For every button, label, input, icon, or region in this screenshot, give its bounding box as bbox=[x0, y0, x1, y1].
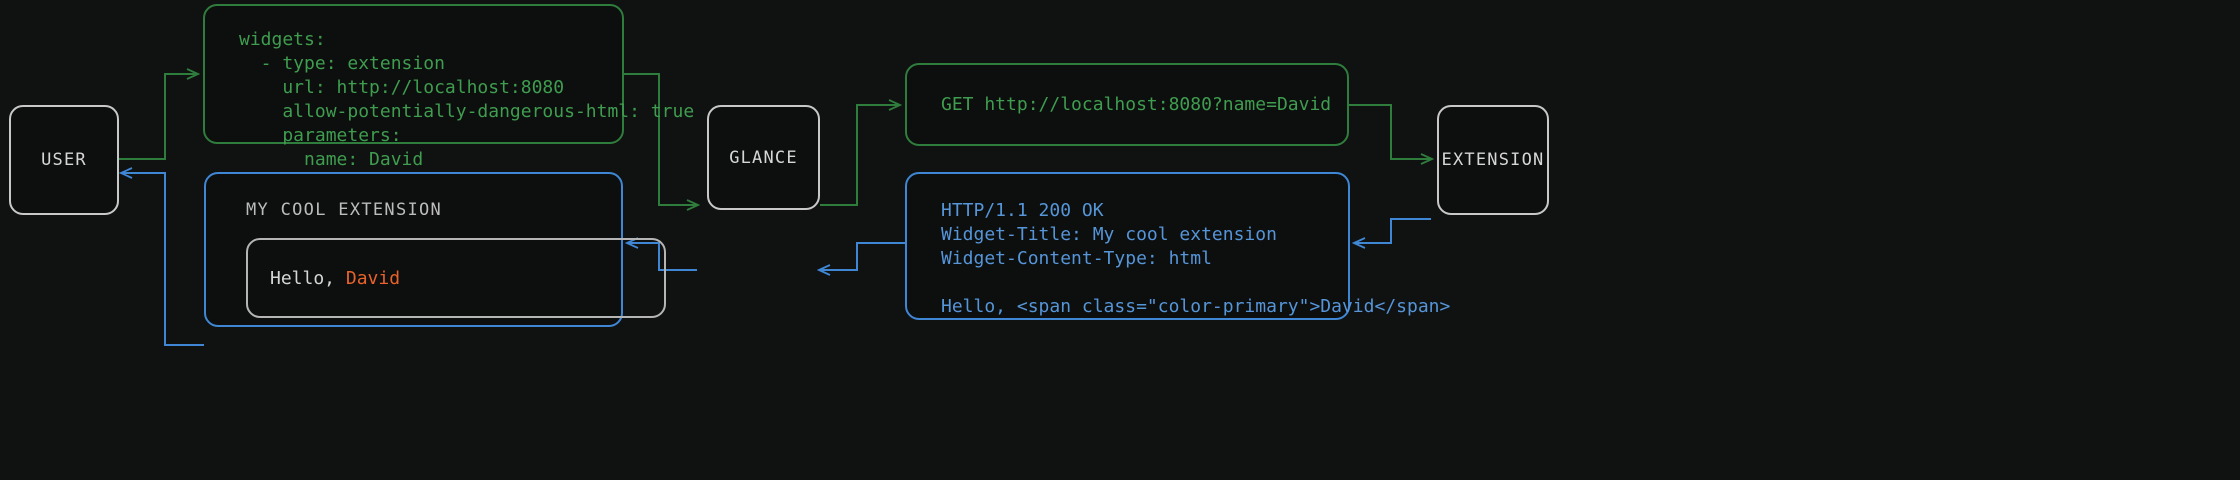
edge-user-to-config bbox=[119, 74, 197, 160]
message-http-response: HTTP/1.1 200 OK Widget-Title: My cool ex… bbox=[905, 172, 1451, 320]
message-config-yaml: widgets: - type: extension url: http://l… bbox=[203, 4, 694, 170]
http-request-text: GET http://localhost:8080?name=David bbox=[941, 93, 1332, 115]
edge-extension-to-response bbox=[1355, 218, 1431, 243]
node-extension[interactable]: EXTENSION bbox=[1437, 105, 1549, 215]
node-glance-label: GLANCE bbox=[729, 147, 798, 168]
widget-greeting-prefix: Hello, bbox=[270, 267, 346, 289]
widget-greeting-text: Hello, David bbox=[270, 268, 400, 289]
node-extension-label: EXTENSION bbox=[1441, 150, 1545, 170]
message-rendered-widget: MY COOL EXTENSION Hello, David bbox=[204, 172, 666, 327]
edge-response-to-glance bbox=[820, 242, 906, 270]
edge-config-to-glance bbox=[624, 73, 697, 205]
http-response-text: HTTP/1.1 200 OK Widget-Title: My cool ex… bbox=[941, 200, 1451, 317]
edge-widget-to-user bbox=[122, 173, 204, 346]
edge-request-to-extension bbox=[1349, 104, 1431, 159]
widget-greeting-accent: David bbox=[345, 267, 401, 289]
widget-body: Hello, David bbox=[246, 238, 666, 318]
message-http-request: GET http://localhost:8080?name=David bbox=[905, 63, 1349, 146]
node-user[interactable]: USER bbox=[9, 105, 119, 215]
config-yaml-text: widgets: - type: extension url: http://l… bbox=[239, 29, 695, 170]
node-glance[interactable]: GLANCE bbox=[707, 105, 820, 210]
widget-title: MY COOL EXTENSION bbox=[246, 200, 443, 220]
edge-glance-to-request bbox=[820, 105, 899, 206]
node-user-label: USER bbox=[41, 150, 87, 170]
